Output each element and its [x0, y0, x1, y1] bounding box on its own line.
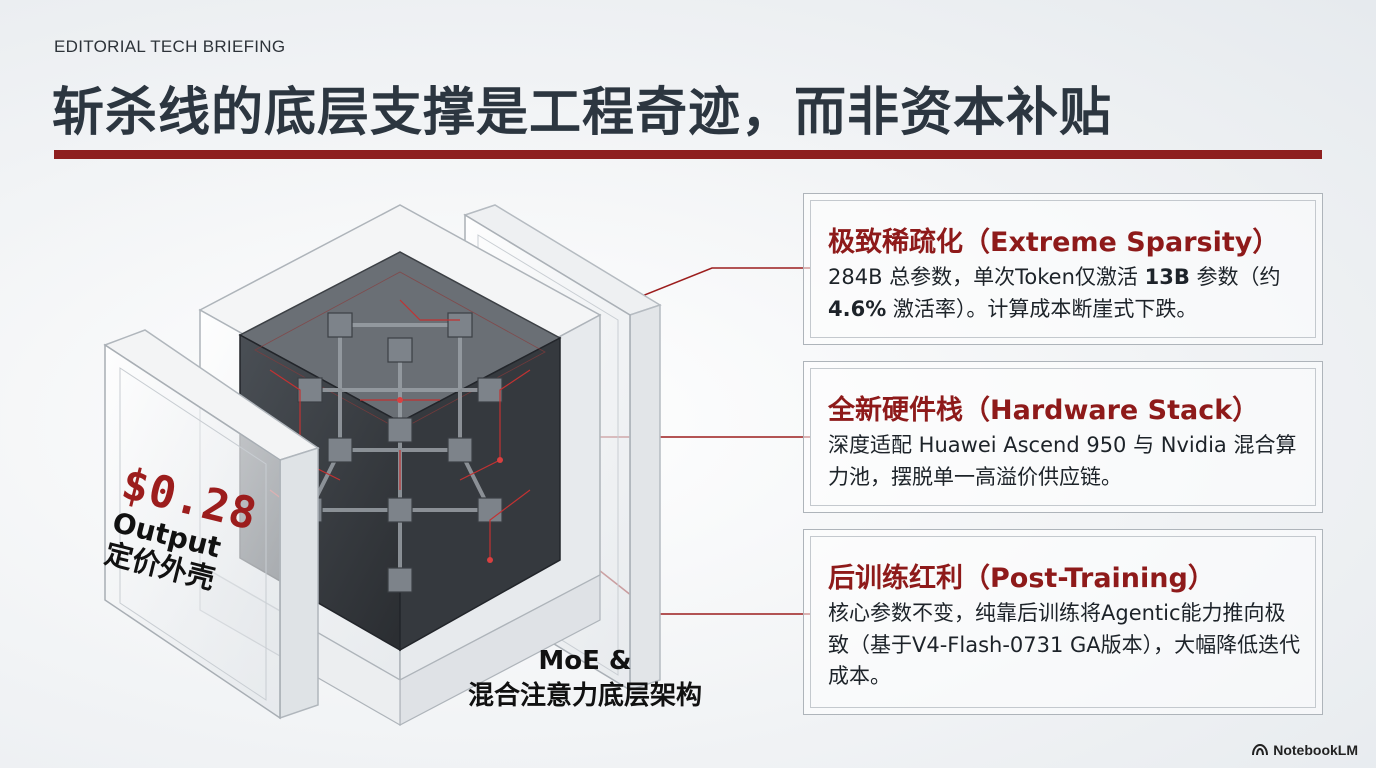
card-body-part: 参数（约	[1189, 265, 1281, 289]
card-body-part: 激活率）。计算成本断崖式下跌。	[886, 296, 1198, 321]
page-title: 斩杀线的底层支撑是工程奇迹，而非资本补贴	[52, 83, 1113, 143]
brand-name: NotebookLM	[1273, 742, 1358, 758]
card-post-training: 后训练红利（Post-Training） 核心参数不变，纯靠后训练将Agenti…	[803, 529, 1323, 715]
kicker: EDITORIAL TECH BRIEFING	[54, 37, 286, 56]
card-title: 极致稀疏化（Extreme Sparsity）	[828, 227, 1280, 258]
card-body-part: 284B 总参数，单次Token仅激活	[828, 265, 1145, 289]
core-label-line1: MoE &	[538, 646, 632, 676]
card-body: 核心参数不变，纯靠后训练将Agentic能力推向极致（基于V4-Flash-07…	[828, 601, 1301, 688]
card-body: 284B 总参数，单次Token仅激活 13B 参数（约 4.6% 激活率）。计…	[828, 262, 1306, 325]
card-title: 后训练红利（Post-Training）	[828, 563, 1215, 594]
card-body-highlight: 13B	[1144, 265, 1190, 289]
title-divider	[54, 150, 1322, 159]
architecture-illustration	[0, 160, 800, 760]
card-title: 全新硬件栈（Hardware Stack）	[828, 395, 1260, 426]
card-hardware-stack: 全新硬件栈（Hardware Stack） 深度适配 Huawei Ascend…	[803, 361, 1323, 513]
core-architecture-label: MoE & 混合注意力底层架构	[440, 644, 730, 714]
card-body-highlight: 4.6%	[828, 296, 887, 321]
front-glass-panel	[103, 329, 320, 720]
notebooklm-logo-icon	[1252, 744, 1269, 756]
brand-watermark: NotebookLM	[1252, 742, 1358, 758]
core-label-line2: 混合注意力底层架构	[467, 681, 702, 712]
card-body: 深度适配 Huawei Ascend 950 与 Nvidia 混合算力池，摆脱…	[828, 433, 1297, 489]
card-extreme-sparsity: 极致稀疏化（Extreme Sparsity） 284B 总参数，单次Token…	[803, 193, 1323, 345]
